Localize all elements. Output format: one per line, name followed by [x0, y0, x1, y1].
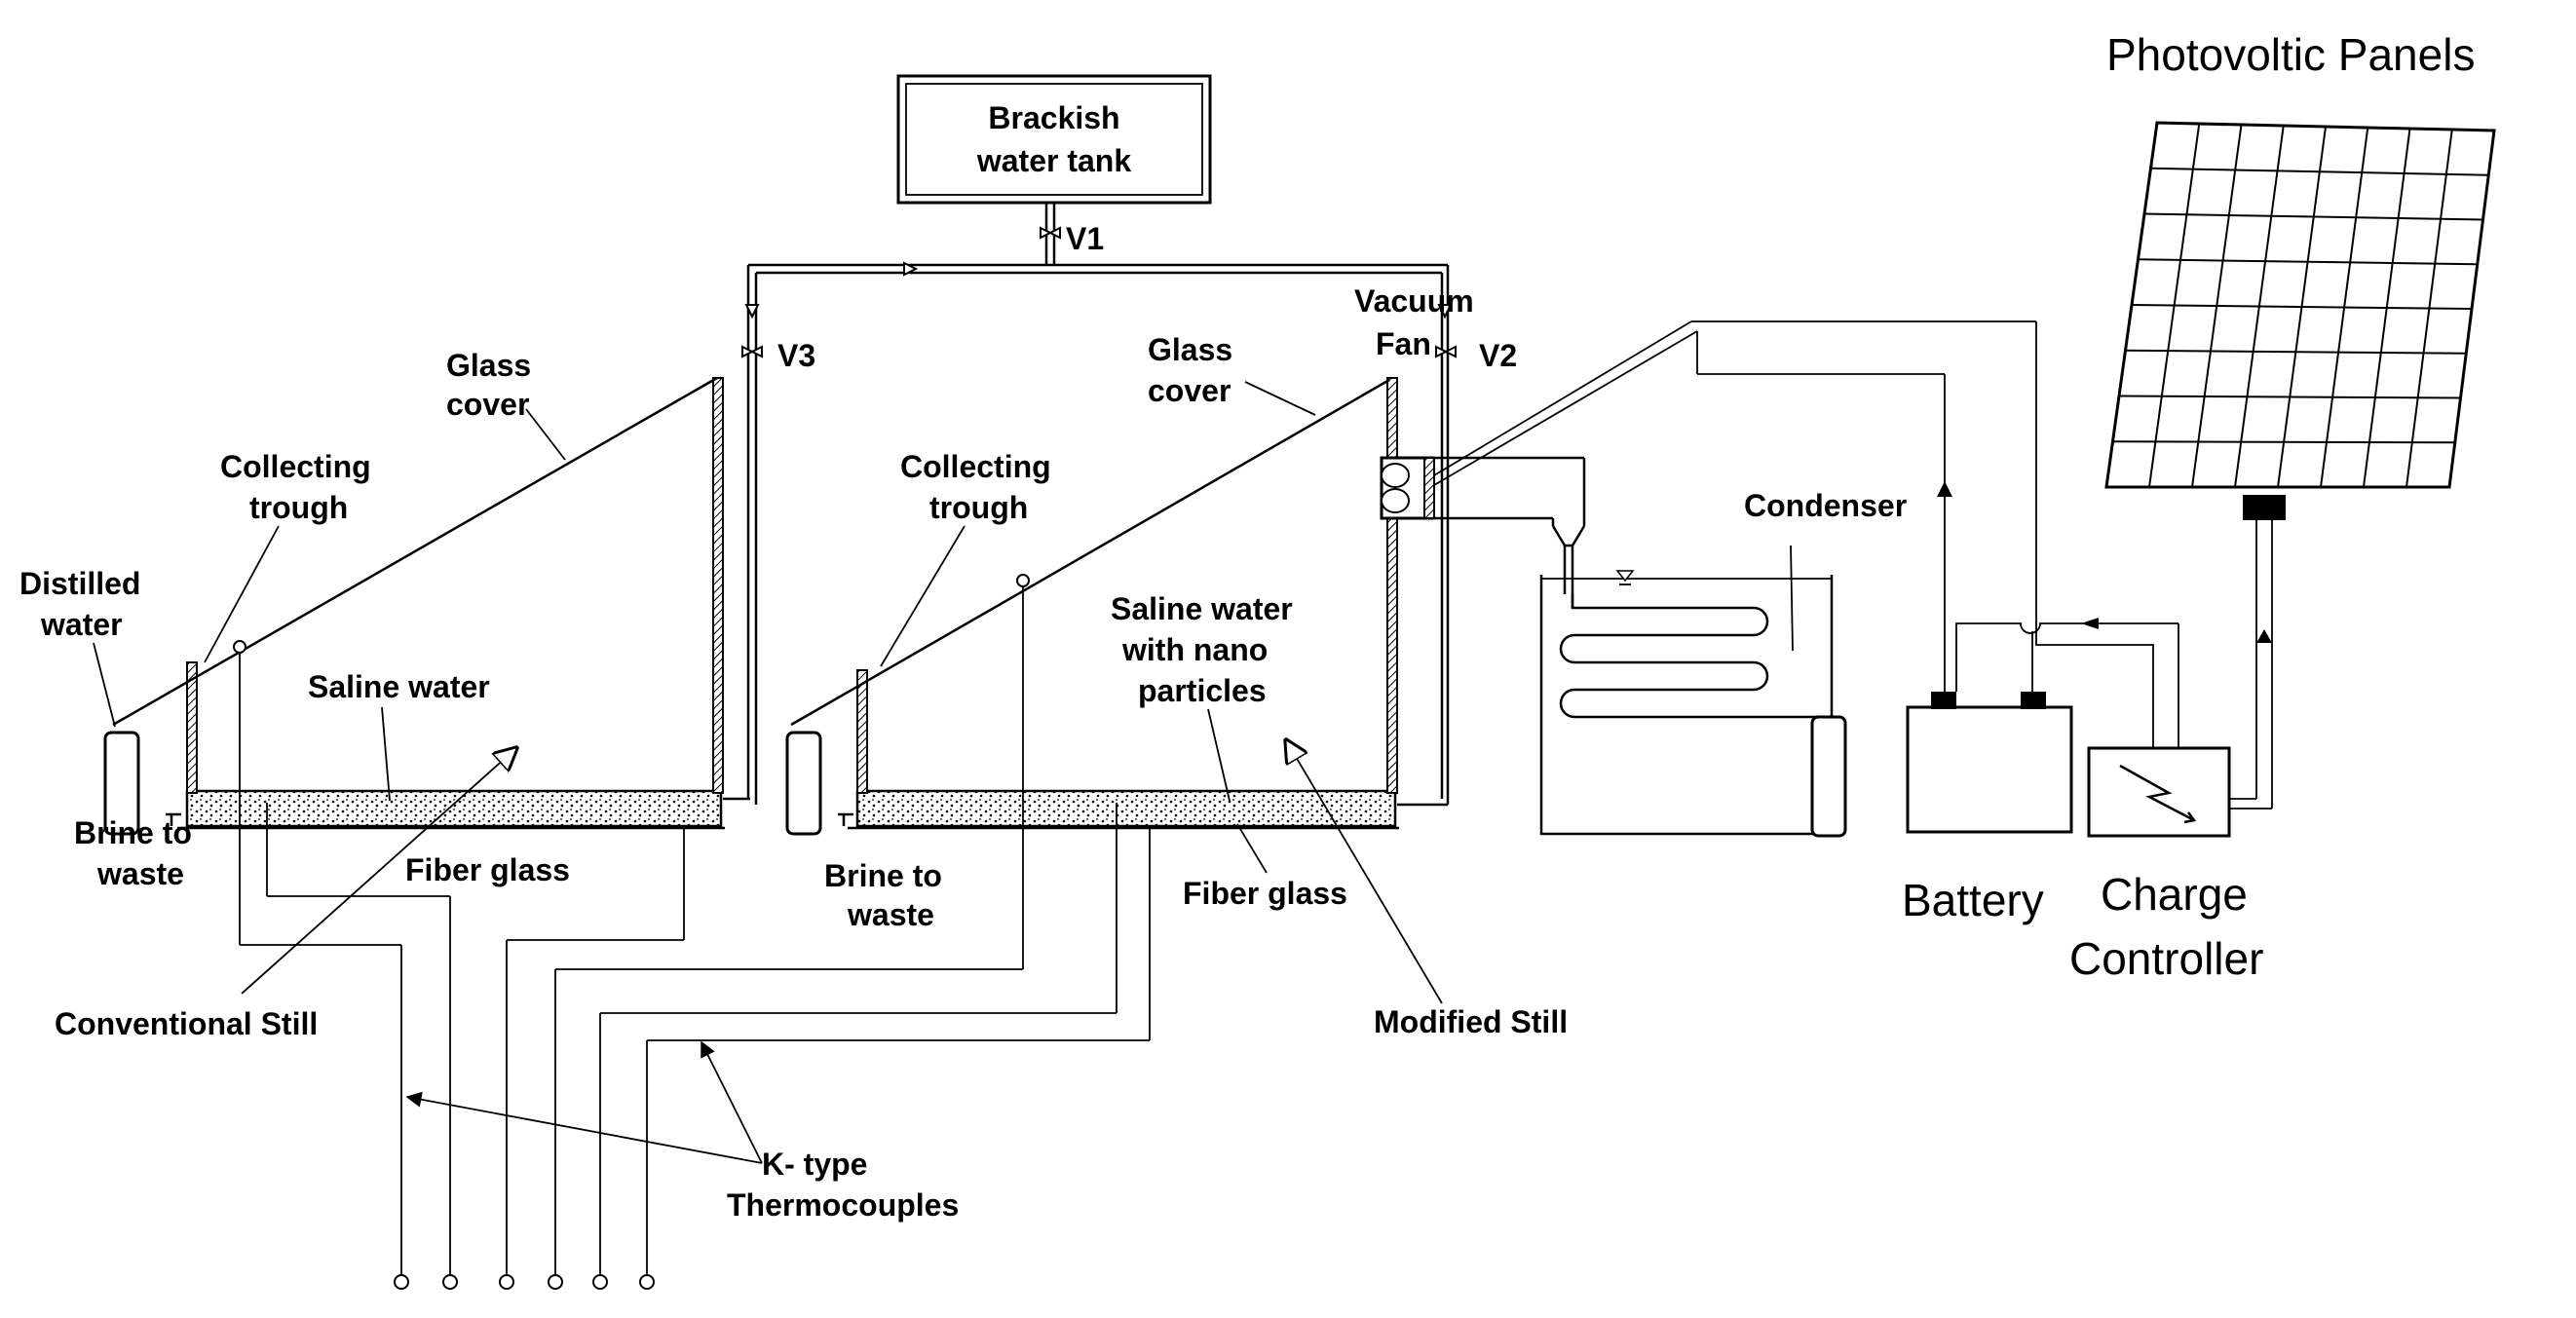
- thermocouple-label-line2: Thermocouples: [727, 1187, 959, 1223]
- tank-label-line2: water tank: [976, 143, 1131, 178]
- vacuum-fan: Vacuum Fan: [1354, 283, 1474, 520]
- charge-controller: Charge Controller: [2069, 746, 2263, 984]
- pv-cell-divider: [2112, 440, 2455, 444]
- supply-piping: [744, 203, 1453, 805]
- conv-saline-water: Saline water: [308, 669, 490, 704]
- mod-brine-line1: Brine to: [824, 858, 942, 893]
- labels: Glass cover Collecting trough Distilled …: [19, 332, 1794, 1223]
- pv-label: Photovoltic Panels: [2106, 29, 2475, 80]
- valve-v1[interactable]: V1: [1040, 221, 1104, 256]
- pv-cell-divider: [2118, 395, 2461, 399]
- pv-cell-divider: [2150, 167, 2489, 176]
- condenser-label: Condenser: [1744, 488, 1907, 523]
- mod-glass-cover-line1: Glass: [1148, 332, 1232, 367]
- photovoltaic-panels: [2104, 121, 2496, 489]
- mod-trough-line2: trough: [929, 490, 1028, 525]
- fan-label-line2: Fan: [1376, 326, 1431, 361]
- mod-saline-line2: with nano: [1121, 632, 1268, 667]
- pv-cell-divider: [2125, 349, 2467, 355]
- fan-label-line1: Vacuum: [1354, 283, 1474, 319]
- battery-label: Battery: [1902, 875, 2044, 925]
- mod-fiber-glass: Fiber glass: [1183, 876, 1347, 911]
- mod-saline-line1: Saline water: [1111, 591, 1293, 626]
- controller-label-line1: Charge: [2101, 869, 2248, 920]
- brackish-water-tank: Brackish water tank: [896, 74, 1212, 205]
- mod-glass-cover-line2: cover: [1148, 373, 1231, 408]
- conventional-still: [103, 376, 750, 1276]
- mod-trough-line1: Collecting: [900, 449, 1051, 484]
- conv-brine-line2: waste: [96, 856, 184, 891]
- mod-saline-line3: particles: [1138, 673, 1267, 708]
- conv-glass-cover-line2: cover: [446, 387, 529, 422]
- controller-label-line2: Controller: [2069, 933, 2263, 984]
- vapour-duct: [1432, 456, 1586, 594]
- conv-brine-line1: Brine to: [74, 815, 192, 850]
- conv-trough-line2: trough: [249, 490, 348, 525]
- pv-cell-divider: [2143, 212, 2483, 221]
- conv-fiber-glass: Fiber glass: [405, 852, 570, 887]
- valve-v3[interactable]: V3: [741, 338, 815, 373]
- thermocouple-terminals: [394, 1274, 655, 1290]
- mod-brine-line2: waste: [847, 897, 934, 932]
- modified-still: [554, 377, 1448, 1276]
- distilled-water-line1: Distilled: [19, 566, 140, 601]
- valve-v2-label: V2: [1479, 338, 1517, 373]
- valve-v3-label: V3: [777, 338, 815, 373]
- electrical-wiring: [1433, 320, 2286, 810]
- pv-cell-divider: [2131, 304, 2473, 310]
- valve-v1-label: V1: [1066, 221, 1104, 256]
- conv-trough-line1: Collecting: [220, 449, 371, 484]
- conventional-still-label: Conventional Still: [55, 1006, 318, 1041]
- conv-glass-cover-line1: Glass: [446, 348, 531, 383]
- tank-label-line1: Brackish: [988, 100, 1119, 135]
- condenser: Condenser: [1539, 488, 1907, 838]
- valve-v2[interactable]: V2: [1435, 338, 1517, 373]
- pv-cell-divider: [2138, 258, 2478, 266]
- distilled-water-line2: water: [40, 607, 123, 642]
- thermocouple-label-line1: K- type: [762, 1147, 867, 1182]
- modified-still-label: Modified Still: [1374, 1004, 1568, 1039]
- battery: Battery: [1902, 692, 2073, 925]
